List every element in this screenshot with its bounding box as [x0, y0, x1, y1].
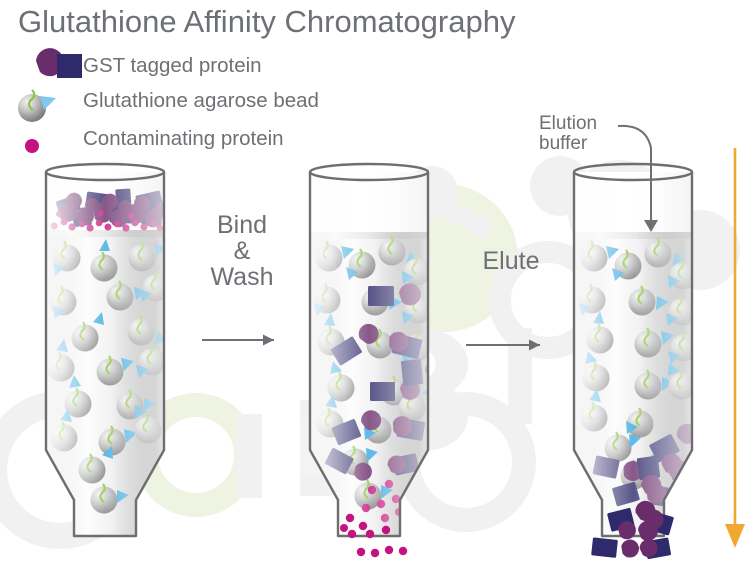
flow-direction-arrow	[725, 148, 745, 548]
step-label-bind-and-wash: Bind & Wash	[210, 211, 274, 291]
elution-buffer-arrow	[617, 124, 658, 232]
contaminant-drips	[340, 513, 408, 558]
step-arrow-elute	[466, 339, 540, 351]
step-arrow-bind-wash	[202, 334, 274, 346]
callout-label-elution-buffer: Elution buffer	[539, 113, 598, 154]
legend-label-gst-protein: GST tagged protein	[83, 54, 262, 77]
column-load	[44, 162, 166, 538]
legend-label-contaminating-protein: Contaminating protein	[83, 127, 284, 150]
contaminant-dot-icon	[25, 139, 39, 153]
column-bind-wash	[308, 162, 430, 558]
agarose-bead-icon	[18, 89, 56, 122]
page-title: Glutathione Affinity Chromatography	[18, 4, 516, 39]
eluted-protein-drops	[591, 500, 674, 559]
step-label-elute: Elute	[482, 247, 540, 275]
legend-label-agarose-bead: Glutathione agarose bead	[83, 89, 319, 112]
legend-icons	[18, 48, 82, 153]
column-elute	[572, 162, 694, 559]
gst-protein-icon	[36, 48, 82, 78]
